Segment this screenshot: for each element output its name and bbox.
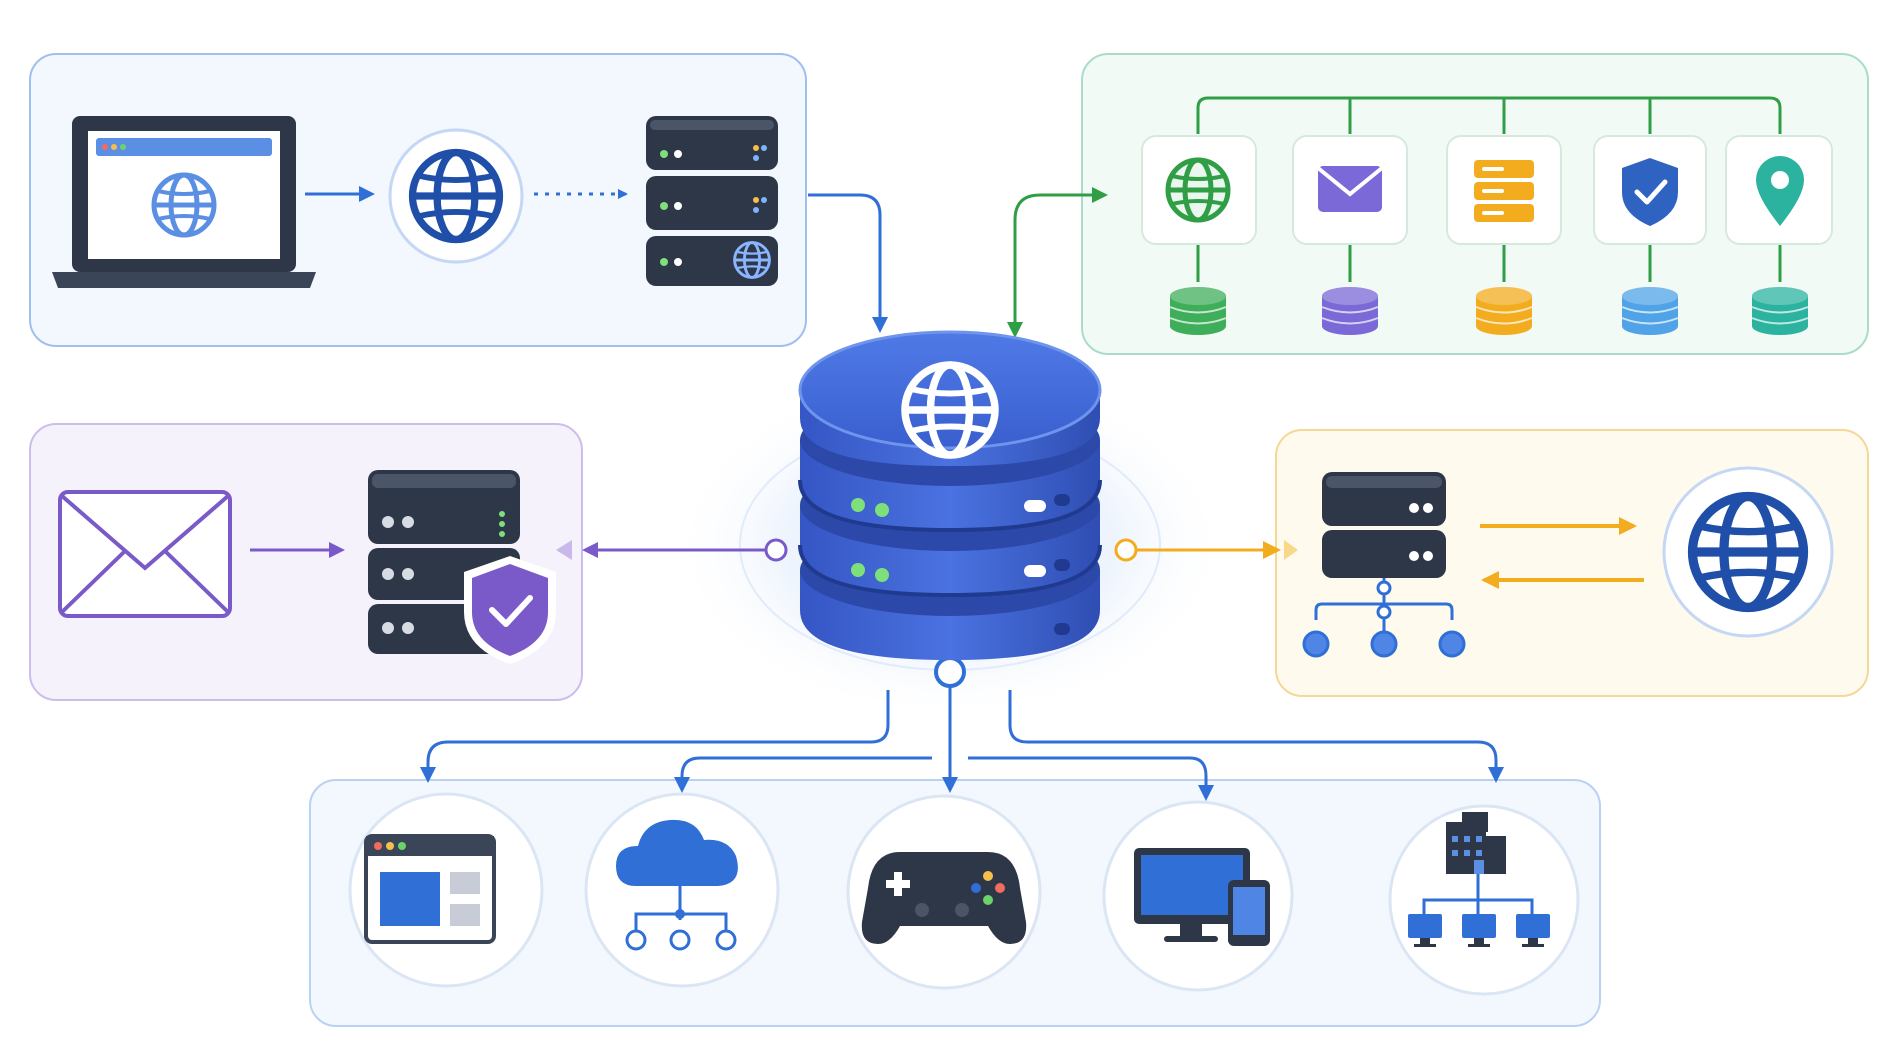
database-teal-icon	[1751, 286, 1809, 336]
tile-server-icon	[1446, 135, 1562, 245]
database-green-icon	[1169, 286, 1227, 336]
gamepad-icon	[846, 794, 1042, 990]
database-blue-icon	[1621, 286, 1679, 336]
server-rack-icon	[646, 116, 778, 286]
network-server-icon	[1302, 472, 1466, 658]
desktop-mobile-icon	[1102, 800, 1294, 992]
secure-server-icon	[368, 470, 556, 664]
connector-central-to-bottom	[420, 680, 1504, 801]
central-database	[798, 330, 1102, 660]
envelope-icon	[58, 490, 232, 618]
tile-location-pin-icon	[1725, 135, 1833, 245]
tile-globe-icon	[1141, 135, 1257, 245]
connector-central-to-top-right	[1013, 187, 1108, 330]
tile-mail-icon	[1292, 135, 1408, 245]
cloud-network-icon	[584, 792, 780, 988]
browser-window-icon	[348, 792, 544, 988]
database-orange-icon	[1475, 286, 1533, 336]
globe-icon-right	[1662, 466, 1834, 638]
globe-icon	[388, 128, 524, 264]
laptop-browser-icon	[52, 116, 316, 288]
connector-top-left-to-central	[808, 193, 888, 333]
building-network-icon	[1388, 804, 1580, 996]
top-right-bus	[1196, 96, 1782, 282]
tile-shield-check-icon	[1593, 135, 1707, 245]
database-purple-icon	[1321, 286, 1379, 336]
